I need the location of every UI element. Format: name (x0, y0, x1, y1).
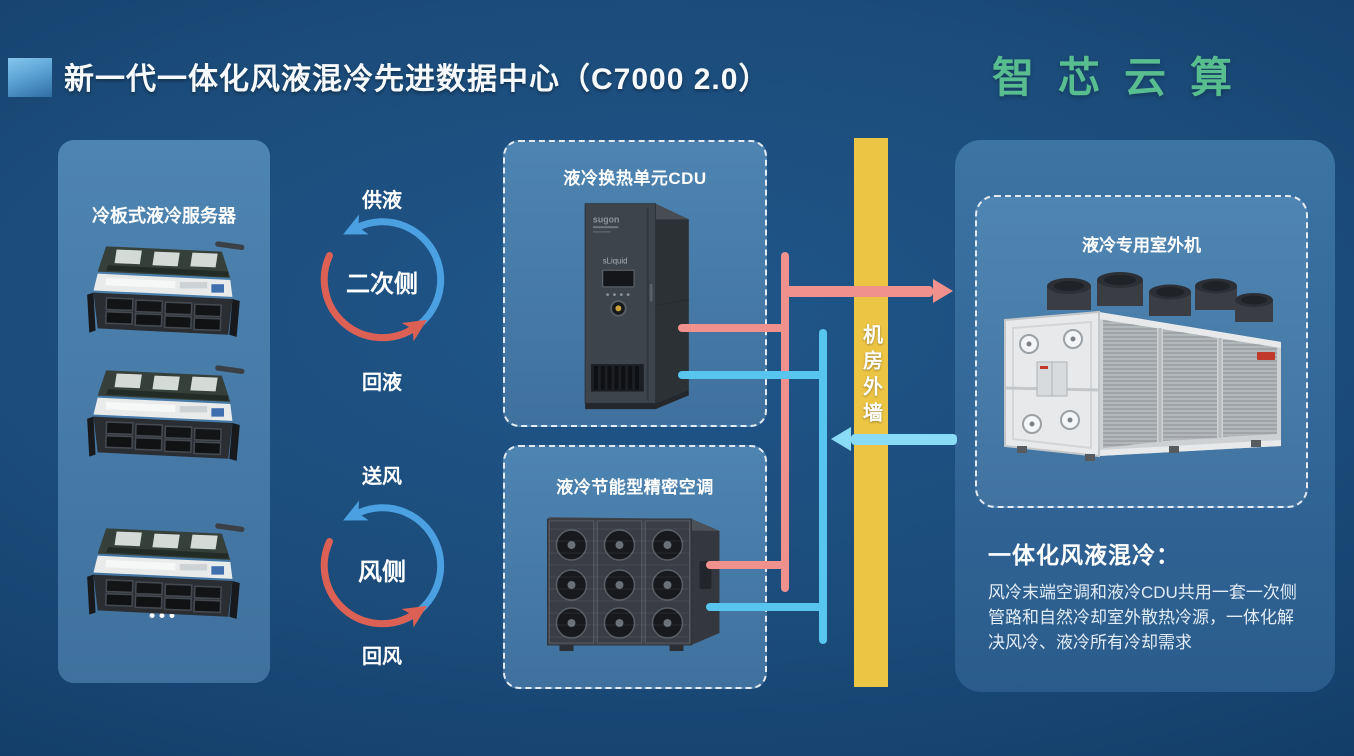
arrow-cyan-return-head (831, 427, 851, 451)
cdu-panel: 液冷换热单元CDU sugon sLiquid (503, 140, 767, 427)
label-supply-air: 送风 (362, 466, 402, 488)
arrow-pink-supply-head (933, 279, 953, 303)
label-secondary-side: 二次侧 (346, 272, 418, 298)
machine-room-wall: 机房外墙 (854, 138, 888, 687)
cdu-device-label: sLiquid (603, 256, 628, 265)
cdu-cabinet-image: sugon sLiquid (584, 203, 689, 410)
label-return-air: 回风 (362, 646, 402, 668)
server-panel-title: 冷板式液冷服务器 (92, 206, 236, 226)
pipe-cyan-primary-vertical (819, 329, 827, 644)
pipe-pink-cdu-branch (678, 324, 785, 332)
outdoor-panel-title: 液冷专用室外机 (1082, 236, 1201, 255)
pipe-cyan-return-from-outdoor (851, 434, 957, 445)
ac-unit-image (547, 517, 720, 651)
pipe-cyan-cdu-branch (678, 371, 823, 379)
outdoor-section: 液冷专用室外机 (955, 140, 1335, 692)
label-supply-liquid: 供液 (362, 190, 402, 212)
liquid-loop-red-arc (320, 252, 427, 342)
server-panel: 冷板式液冷服务器 ••• (58, 140, 270, 683)
brand-logo: 智芯云算 (992, 54, 1257, 101)
server-image-3 (74, 522, 254, 622)
pipe-pink-supply-to-outdoor (785, 286, 933, 297)
pipe-pink-ac-branch (706, 561, 785, 569)
pipe-pink-primary-vertical (781, 252, 789, 592)
server-image-2 (74, 364, 254, 464)
label-air-side: 风侧 (358, 560, 406, 586)
cdu-brand-text: sugon (593, 214, 619, 224)
air-loop-diagram (320, 500, 445, 628)
summary-heading: 一体化风液混冷： (988, 542, 1180, 568)
liquid-loop-diagram (320, 214, 445, 342)
pipe-cyan-ac-branch (706, 603, 827, 611)
wall-label: 机房外墙 (859, 323, 882, 428)
label-return-liquid: 回液 (362, 372, 402, 394)
server-image-1 (74, 240, 254, 340)
title-accent-square (8, 58, 52, 97)
cdu-panel-title: 液冷换热单元CDU (563, 169, 707, 188)
ac-panel-title: 液冷节能型精密空调 (556, 478, 714, 497)
air-loop-red-arc (320, 538, 427, 628)
page-title: 新一代一体化风液混冷先进数据中心（C7000 2.0） (64, 63, 770, 96)
summary-body: 风冷末端空调和液冷CDU共用一套一次侧管路和自然冷却室外散热冷源，一体化解决风冷… (988, 583, 1297, 652)
outdoor-unit-image (1004, 272, 1281, 461)
outdoor-panel: 液冷专用室外机 (975, 195, 1308, 508)
